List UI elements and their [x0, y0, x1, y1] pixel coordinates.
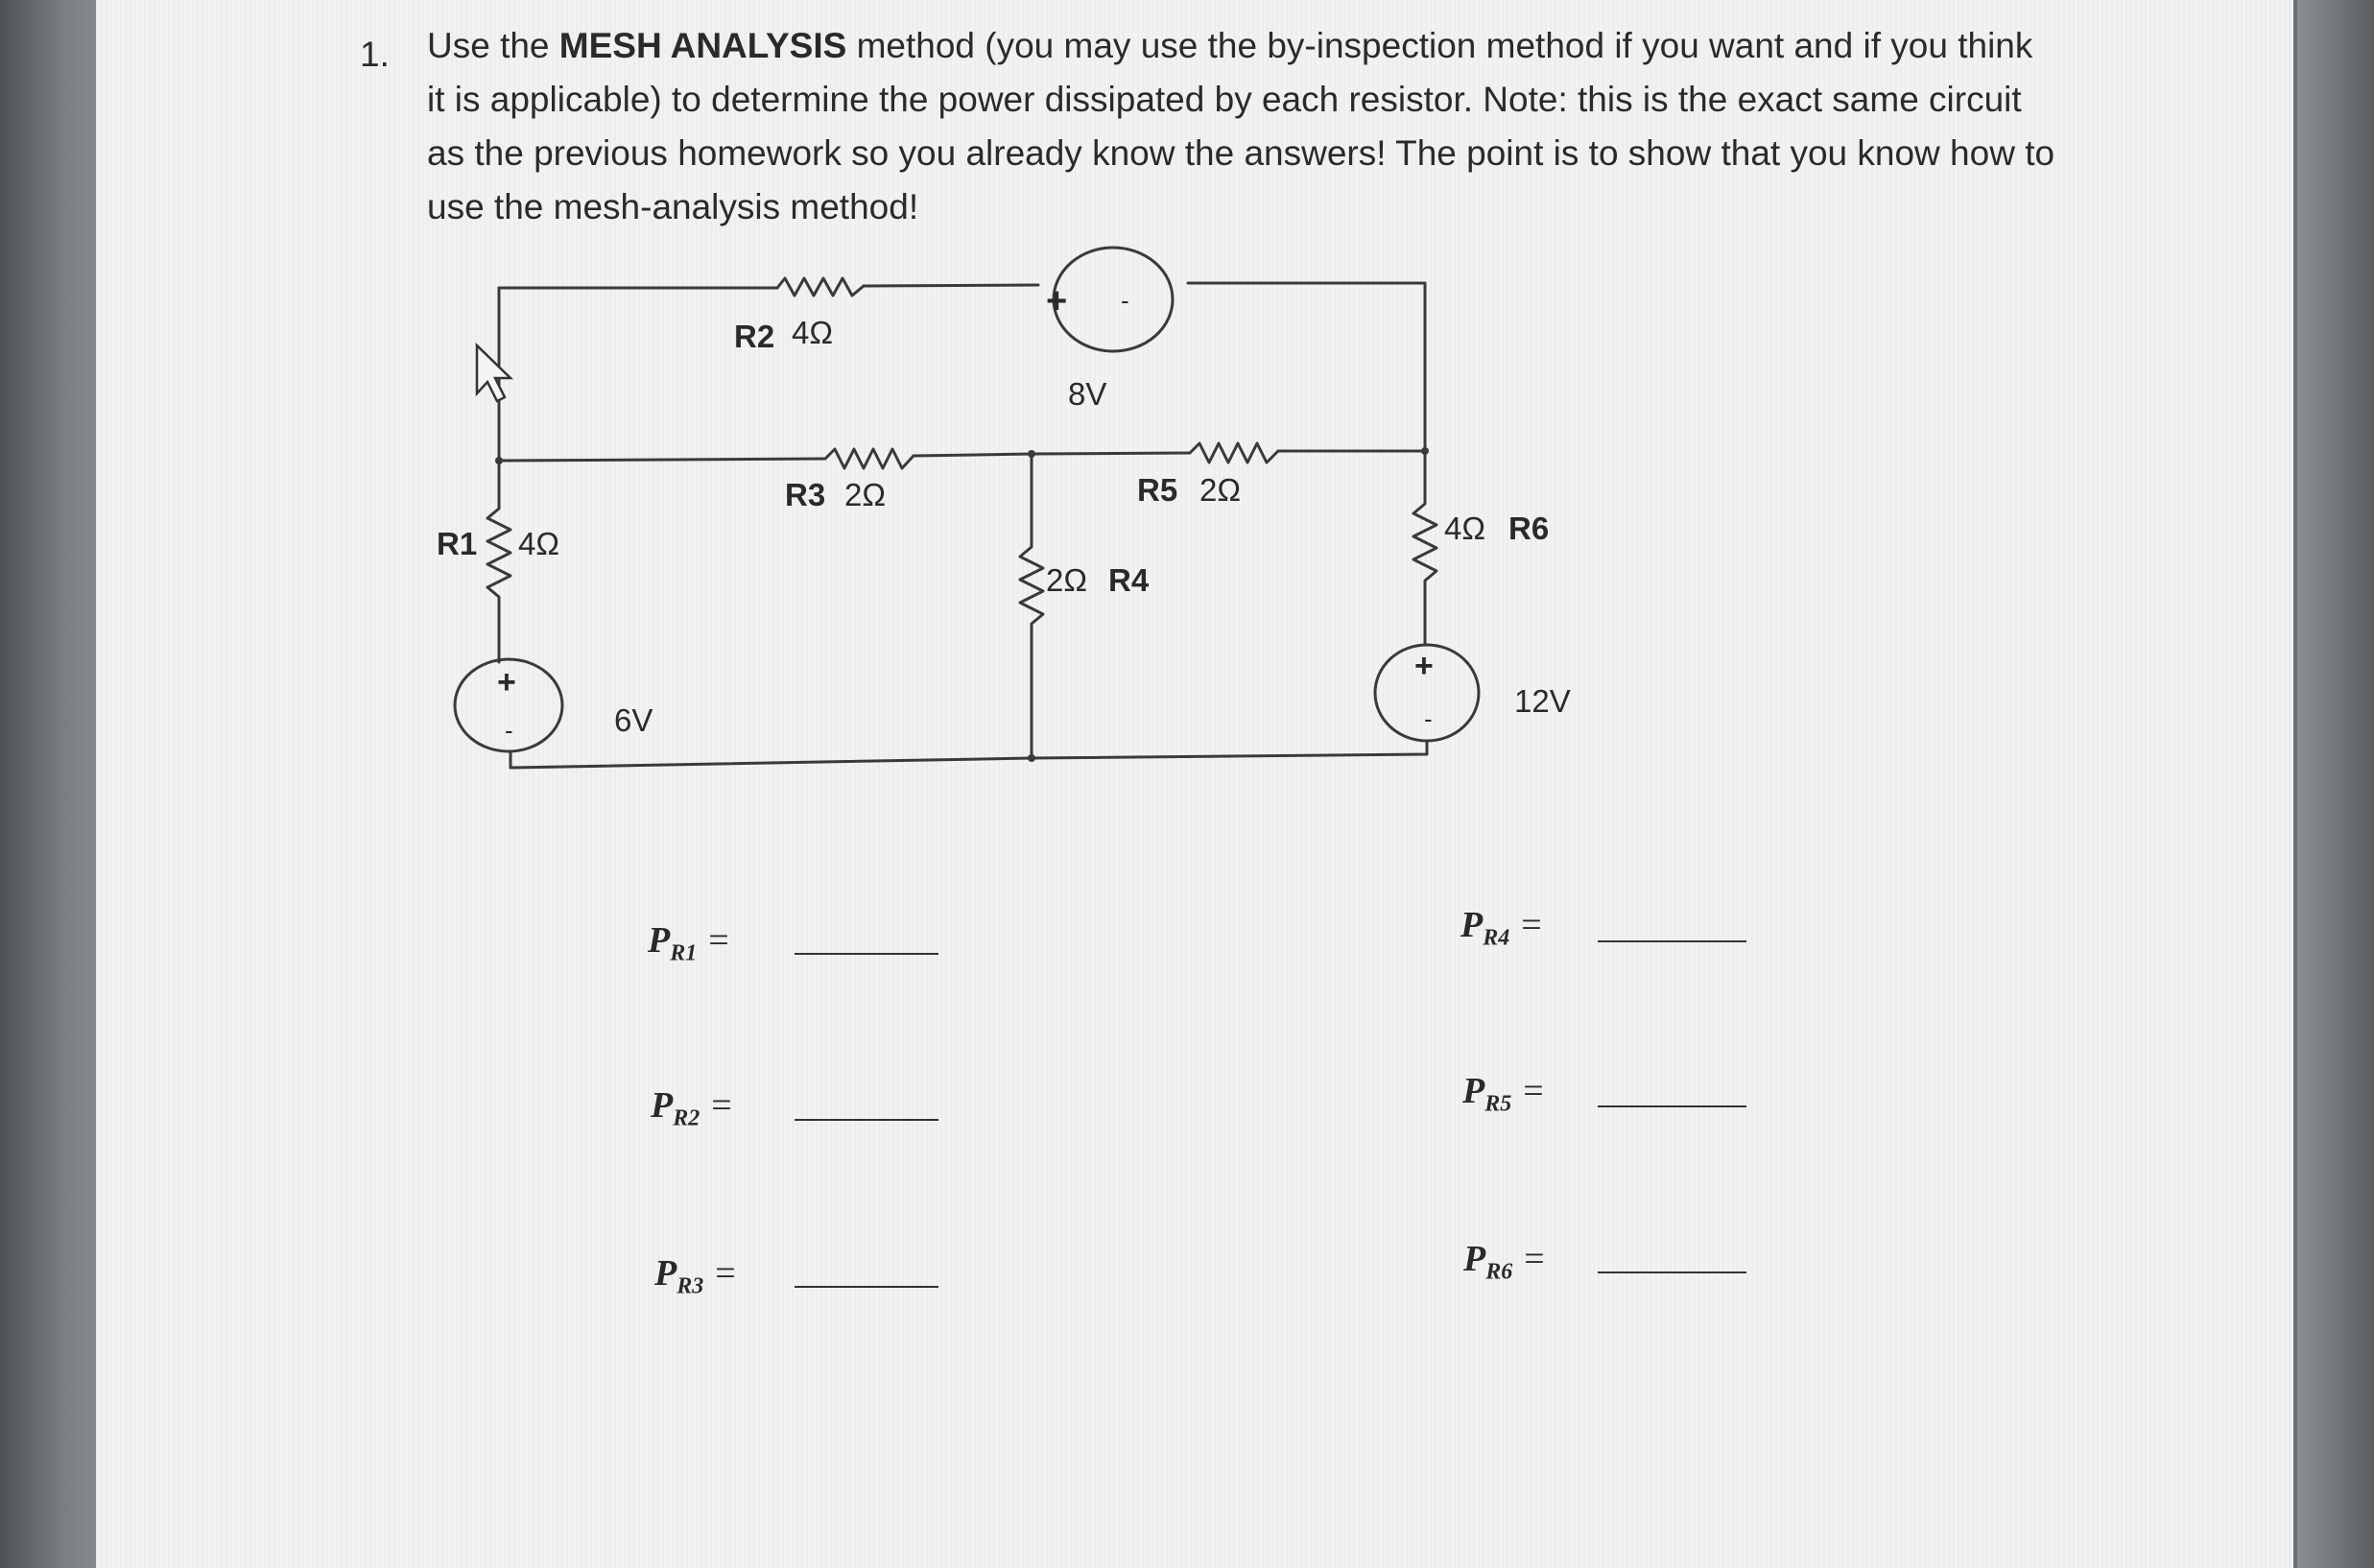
power-label-r2: PR2=	[651, 1085, 732, 1131]
v2-plus: +	[1046, 281, 1067, 321]
resistor-r1	[486, 459, 512, 664]
v3-value: 12V	[1514, 683, 1571, 719]
wire-top	[497, 281, 1427, 453]
question-text-post: method (you may use the by-inspection me…	[427, 26, 2055, 226]
r2-name: R2	[734, 319, 774, 354]
resistor-r5	[1188, 441, 1280, 464]
v2-minus: -	[1121, 286, 1129, 315]
monitor-bezel-left	[0, 0, 106, 1568]
r6-value: 4Ω	[1444, 511, 1485, 546]
v2-value: 8V	[1068, 376, 1106, 412]
power-label-r6: PR6=	[1463, 1239, 1545, 1285]
answer-blank-r4[interactable]	[1598, 940, 1746, 942]
r1-value: 4Ω	[518, 526, 559, 561]
v1-value: 6V	[614, 702, 653, 738]
monitor-bezel-right	[2297, 0, 2374, 1568]
power-label-r4: PR4=	[1460, 905, 1542, 951]
source-8v	[1052, 246, 1175, 353]
document-page	[96, 0, 2293, 1568]
r4-name: R4	[1108, 562, 1150, 598]
r6-name: R6	[1508, 511, 1549, 546]
power-label-r1: PR1=	[648, 920, 729, 966]
power-label-r3: PR3=	[654, 1253, 736, 1299]
r5-value: 2Ω	[1199, 472, 1241, 508]
question-text: Use the MESH ANALYSIS method (you may us…	[427, 19, 2058, 234]
power-label-r5: PR5=	[1462, 1071, 1544, 1117]
answer-blank-r5[interactable]	[1598, 1105, 1746, 1107]
r5-name: R5	[1137, 472, 1177, 508]
wire-bottom-left	[509, 749, 1033, 770]
question-text-bold: MESH ANALYSIS	[558, 26, 847, 65]
r3-value: 2Ω	[844, 477, 886, 512]
wire-middle-left	[497, 457, 827, 463]
question-text-pre: Use the	[427, 26, 559, 65]
v1-plus: +	[497, 664, 516, 701]
v3-minus: -	[1424, 704, 1433, 733]
answer-blank-r3[interactable]	[795, 1286, 938, 1288]
r3-name: R3	[785, 477, 825, 512]
r2-value: 4Ω	[792, 315, 833, 350]
resistor-r2	[775, 276, 866, 297]
answer-blank-r1[interactable]	[795, 953, 938, 955]
wire-middle-center	[912, 451, 1192, 458]
source-6v	[453, 657, 564, 753]
resistor-r4	[1018, 452, 1045, 760]
r1-name: R1	[437, 526, 477, 561]
resistor-r3	[823, 447, 915, 470]
r4-value: 2Ω	[1046, 562, 1087, 598]
v3-plus: +	[1414, 648, 1434, 684]
resistor-r6	[1412, 449, 1438, 647]
v1-minus: -	[505, 716, 513, 745]
answer-blank-r2[interactable]	[795, 1119, 938, 1121]
wire-bottom-right	[1030, 739, 1429, 760]
question-number: 1.	[360, 35, 390, 74]
mouse-cursor-icon	[475, 343, 514, 403]
answer-blank-r6[interactable]	[1598, 1271, 1746, 1273]
